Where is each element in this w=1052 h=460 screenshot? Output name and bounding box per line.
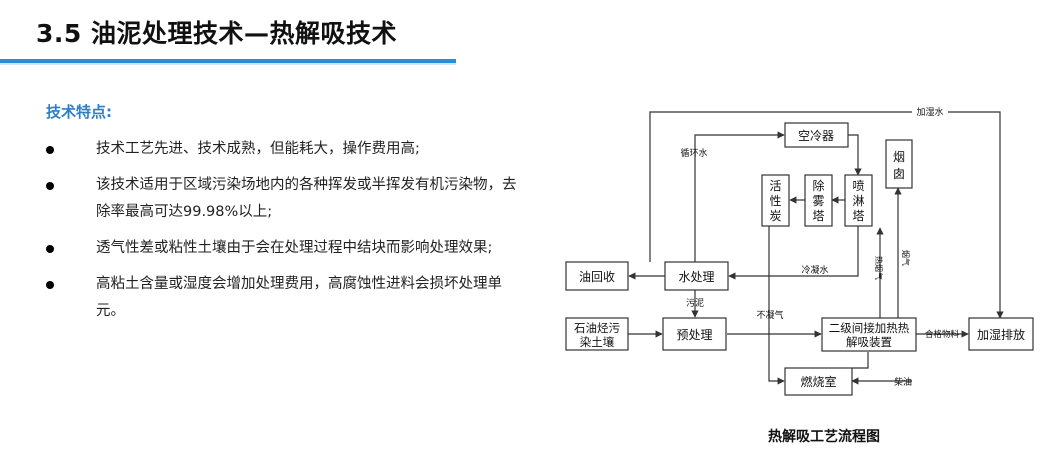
node-demister-label-2: 雾 [812,194,824,208]
list-item: 透气性差或粘性土壤由于会在处理过程中结块而影响处理效果; [44,235,524,262]
node-demister-label-1: 除 [812,178,824,193]
node-activated-carbon-label-3: 炭 [769,209,781,223]
node-activated-carbon-label-1: 活 [769,179,781,193]
node-spray-tower-label-3: 塔 [852,209,864,223]
node-soil-box [565,317,629,351]
flow-condensate-line [728,226,859,280]
page-title: 3.5 油泥处理技术—热解吸技术 [36,19,397,48]
node-air-cooler-label: 空冷器 [798,129,834,143]
title-underline-shadow [0,63,456,65]
edge-label-noncondensable-gas: 不凝气 [756,309,783,321]
node-air-cooler-box [784,122,849,148]
node-chimney-label-2: 囱 [893,167,905,181]
features-list: 技术工艺先进、技术成熟，但能耗大，操作费用高; 该技术适用于区域污染场地内的各种… [44,136,524,334]
features-heading: 技术特点: [46,103,112,121]
node-spray-tower-label-2: 淋 [852,194,864,208]
edge-label-condensate: 冷凝水 [801,264,828,276]
flow-noncondensable-gas-line [768,226,785,385]
bullet-icon [46,245,54,253]
node-pretreatment-box [662,317,727,351]
node-soil-label-2: 染土壤 [580,335,615,349]
flow-hot-flue-gas-line [852,352,869,369]
feature-text: 高粘土含量或湿度会增加处理费用，高腐蚀性进料会损坏处理单元。 [96,276,502,319]
edge-label-flue-gas: 烟气 [901,250,911,266]
node-humidify-discharge-label: 加湿排放 [977,327,1025,342]
node-water-treatment-label: 水处理 [678,270,714,284]
bullet-icon [46,146,54,154]
list-item: 高粘土含量或湿度会增加处理费用，高腐蚀性进料会损坏处理单元。 [44,271,524,325]
node-demister-label-3: 塔 [812,209,824,223]
list-item: 技术工艺先进、技术成熟，但能耗大，操作费用高; [44,136,524,163]
node-chimney-label-1: 烟 [893,150,905,164]
edge-label-humidify-water: 加湿水 [916,106,943,118]
node-desorption-label-1: 二级间接加热热 [829,321,910,335]
node-oil-recovery-label: 油回收 [579,270,615,284]
node-activated-carbon-label-2: 性 [769,194,781,208]
flow-circulating-water-line [694,131,785,262]
node-activated-carbon-box [761,174,790,227]
node-spray-tower-box [844,174,873,227]
list-item: 该技术适用于区域污染场地内的各种挥发或半挥发有机污染物，去除率最高可达99.98… [44,172,524,226]
edge-label-sludge: 污泥 [686,297,704,309]
edge-label-hot-flue-gas: 热烟气 [874,256,884,280]
feature-text: 技术工艺先进、技术成熟，但能耗大，操作费用高; [96,141,420,157]
bullet-icon [46,281,54,289]
node-soil-label-1: 石油烃污 [574,321,620,335]
flow-cooler-to-spray-line [848,134,862,176]
edge-label-qualified-material: 合格物料 [925,329,960,340]
edge-label-diesel: 柴油 [894,376,912,388]
node-desorption-box [821,317,917,352]
feature-text: 该技术适用于区域污染场地内的各种挥发或半挥发有机污染物，去除率最高可达99.98… [96,177,517,220]
node-combustion-label: 燃烧室 [800,374,836,389]
node-humidify-discharge-box [968,317,1034,351]
node-oil-recovery-box [565,261,629,291]
node-chimney-box [885,139,913,189]
node-demister-box [804,174,833,227]
process-flow-diagram: 加湿水 循环水 冷凝水 污泥 不凝气 合格物料 柴油 热烟气 烟气 空冷器 烟 … [565,104,1034,396]
node-spray-tower-label-1: 喷 [852,179,864,193]
node-water-treatment-box [664,261,729,291]
feature-text: 透气性差或粘性土壤由于会在处理过程中结块而影响处理效果; [96,240,493,256]
node-pretreatment-label: 预处理 [676,328,712,342]
diagram-caption: 热解吸工艺流程图 [768,429,880,445]
bullet-icon [46,182,54,190]
title-underline [0,59,456,63]
edge-label-circulating-water: 循环水 [680,147,707,159]
node-desorption-label-2: 解吸装置 [846,335,892,349]
flow-humidify-water-line [649,111,1004,319]
node-combustion-box [784,367,853,396]
